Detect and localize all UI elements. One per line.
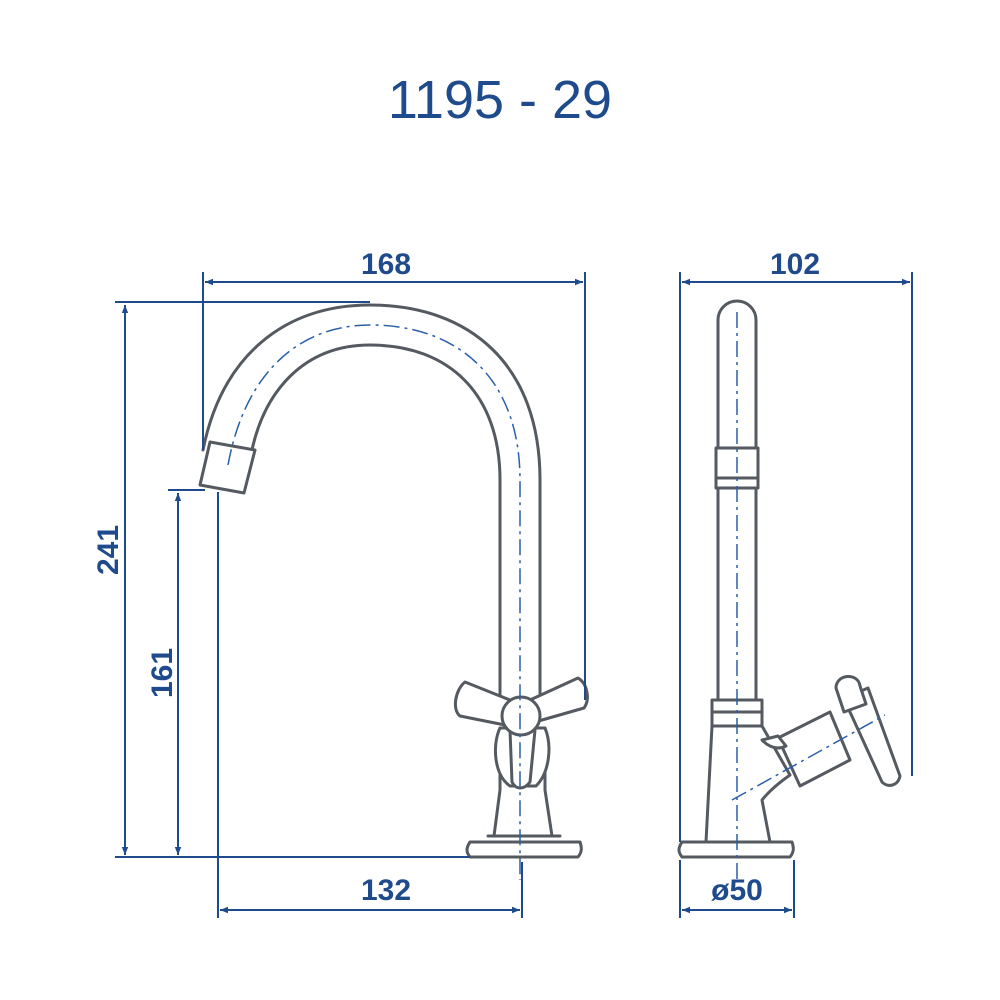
cross-handle-lower-arm [508,728,537,790]
dimension-overall-height: 241 [92,525,125,575]
side-view-dimensions: 102 ø50 [679,248,913,918]
spout-outer-edge [201,303,542,702]
side-valve-body [704,724,792,844]
dimension-overall-width: 168 [361,248,411,281]
cross-handle-hub [500,695,542,737]
dimension-base-diameter: ø50 [711,874,763,907]
front-view [198,303,589,880]
spout-inner-edge [248,343,502,702]
dimension-depth: 102 [770,248,820,281]
dimension-spout-reach: 132 [361,874,411,907]
cross-handle-left-arm [453,680,517,728]
spout-center-line [227,324,521,880]
side-handle [838,686,902,787]
drawing-title: 1195 - 29 [388,70,612,130]
front-view-dimensions: 168 241 161 132 [92,248,586,918]
side-valve-stem [776,710,852,788]
cross-handle-right-arm [528,676,589,724]
spout-aerator [198,440,257,495]
side-base-flange [677,840,795,859]
base-flange [465,840,583,859]
dimension-spout-height: 161 [146,648,179,698]
side-handle-knob [834,675,868,714]
side-stem-center-line [731,714,886,801]
side-view [677,299,902,880]
side-stem-collar [760,734,788,750]
